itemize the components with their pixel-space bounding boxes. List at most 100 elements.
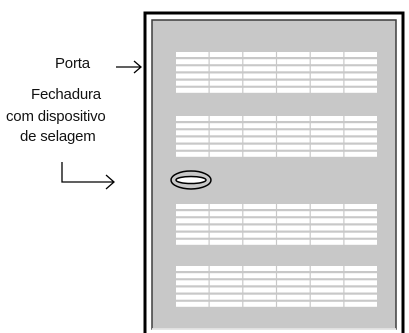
vent-slat bbox=[310, 130, 344, 136]
vent-slat bbox=[344, 116, 377, 121]
vent-slat bbox=[277, 151, 310, 157]
lock-label-line-1: Fechadura bbox=[31, 86, 101, 103]
vent-slat bbox=[310, 266, 344, 271]
vent-slat bbox=[277, 73, 310, 79]
vent-slat bbox=[310, 232, 344, 238]
vent-slat bbox=[176, 218, 209, 224]
vent-slat bbox=[209, 66, 243, 72]
vent-slat bbox=[209, 273, 243, 279]
vent-slat bbox=[277, 80, 310, 86]
vent-slat bbox=[277, 266, 310, 271]
vent-slat bbox=[243, 123, 276, 129]
vent-slat bbox=[209, 204, 243, 209]
vent-slat bbox=[243, 301, 276, 307]
vent-slat bbox=[176, 266, 209, 271]
vent-slat bbox=[344, 80, 377, 86]
vent-slat bbox=[344, 123, 377, 129]
vent-slat bbox=[176, 301, 209, 307]
vent-slat bbox=[310, 294, 344, 300]
vent-slat bbox=[176, 204, 209, 209]
vent-slat bbox=[209, 144, 243, 150]
vent-slat bbox=[277, 287, 310, 293]
vent-slat bbox=[209, 239, 243, 245]
vent-slat bbox=[209, 301, 243, 307]
vent-slat bbox=[243, 130, 276, 136]
vent-slat bbox=[209, 116, 243, 121]
vent-slat bbox=[243, 59, 276, 65]
vent-slat bbox=[277, 87, 310, 93]
vent-slat bbox=[243, 273, 276, 279]
vent-slat bbox=[209, 232, 243, 238]
door-arrow-icon bbox=[116, 60, 142, 74]
vent-slat bbox=[310, 52, 344, 57]
vent-slat bbox=[277, 144, 310, 150]
vent-slat bbox=[209, 151, 243, 157]
vent-slat bbox=[277, 66, 310, 72]
vent-slat bbox=[277, 123, 310, 129]
vent-slat bbox=[310, 239, 344, 245]
vent-slat bbox=[176, 116, 209, 121]
vent-slat bbox=[176, 225, 209, 231]
vent-slat bbox=[176, 87, 209, 93]
vent-slat bbox=[243, 225, 276, 231]
vent-slat bbox=[209, 287, 243, 293]
vent-slat bbox=[176, 232, 209, 238]
vent-slat bbox=[243, 287, 276, 293]
vent-slat bbox=[209, 137, 243, 143]
vent-slat bbox=[176, 280, 209, 286]
vent-slat bbox=[344, 137, 377, 143]
vent-slat bbox=[344, 301, 377, 307]
vent-slat bbox=[176, 151, 209, 157]
vent-slat bbox=[310, 87, 344, 93]
vent-slat bbox=[176, 123, 209, 129]
vent-slat bbox=[209, 218, 243, 224]
vent-slat bbox=[209, 59, 243, 65]
vent-slat bbox=[243, 266, 276, 271]
vent-slat bbox=[176, 144, 209, 150]
vent-slat bbox=[243, 87, 276, 93]
vent-slat bbox=[344, 225, 377, 231]
vent-slat bbox=[243, 239, 276, 245]
lock-label-line-2: com dispositivo bbox=[6, 108, 106, 125]
vent-slat bbox=[243, 211, 276, 217]
vent-slat bbox=[176, 287, 209, 293]
vent-slat bbox=[176, 239, 209, 245]
vent-slat bbox=[344, 232, 377, 238]
vent-slat bbox=[310, 144, 344, 150]
vent-slat bbox=[277, 294, 310, 300]
lock-arrow-icon bbox=[61, 162, 115, 190]
vent-slat bbox=[209, 52, 243, 57]
vent-slat bbox=[277, 204, 310, 209]
vent-slat bbox=[277, 211, 310, 217]
vent-slat bbox=[176, 137, 209, 143]
vent-slat bbox=[277, 59, 310, 65]
vent-slat bbox=[243, 144, 276, 150]
vent-slat bbox=[344, 239, 377, 245]
vent-slat bbox=[310, 66, 344, 72]
vent-slat bbox=[243, 151, 276, 157]
vent-slat bbox=[277, 280, 310, 286]
vent-slat bbox=[243, 204, 276, 209]
vent-slat bbox=[277, 218, 310, 224]
vent-slat bbox=[344, 273, 377, 279]
vent-grille bbox=[176, 52, 377, 93]
vent-slat bbox=[243, 80, 276, 86]
vent-slat bbox=[209, 73, 243, 79]
vent-slat bbox=[209, 123, 243, 129]
vent-slat bbox=[176, 294, 209, 300]
vent-slat bbox=[310, 273, 344, 279]
vent-slat bbox=[344, 144, 377, 150]
vent-slat bbox=[176, 80, 209, 86]
vent-slat bbox=[344, 218, 377, 224]
vent-slat bbox=[243, 66, 276, 72]
vent-slat bbox=[310, 59, 344, 65]
vent-slat bbox=[277, 232, 310, 238]
vent-slat bbox=[310, 80, 344, 86]
vent-slat bbox=[344, 87, 377, 93]
vent-slat bbox=[176, 211, 209, 217]
vent-slat bbox=[344, 204, 377, 209]
vent-slat bbox=[310, 73, 344, 79]
vent-grilles bbox=[176, 52, 377, 307]
door-label: Porta bbox=[55, 55, 90, 72]
